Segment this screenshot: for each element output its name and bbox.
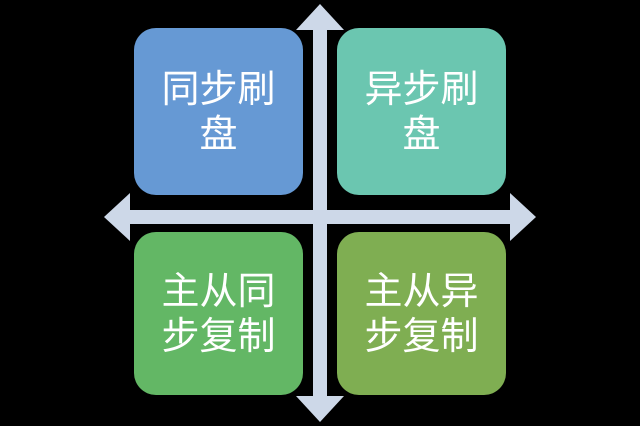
horizontal-axis-shaft: [120, 210, 520, 224]
quadrant-top-left[interactable]: 同步刷盘: [134, 28, 303, 195]
quadrant-top-left-label: 同步刷盘: [161, 67, 276, 156]
quadrant-bottom-left[interactable]: 主从同步复制: [134, 232, 303, 395]
quadrant-bottom-left-label: 主从同步复制: [161, 269, 276, 358]
quadrant-top-right[interactable]: 异步刷盘: [337, 28, 506, 195]
left-arrow-icon: [104, 193, 130, 241]
right-arrow-icon: [510, 193, 536, 241]
quadrant-top-right-label: 异步刷盘: [364, 67, 479, 156]
vertical-axis-shaft: [313, 24, 327, 402]
up-arrow-icon: [296, 4, 344, 30]
quadrant-bottom-right[interactable]: 主从异步复制: [337, 232, 506, 395]
down-arrow-icon: [296, 396, 344, 422]
quadrant-bottom-right-label: 主从异步复制: [364, 269, 479, 358]
